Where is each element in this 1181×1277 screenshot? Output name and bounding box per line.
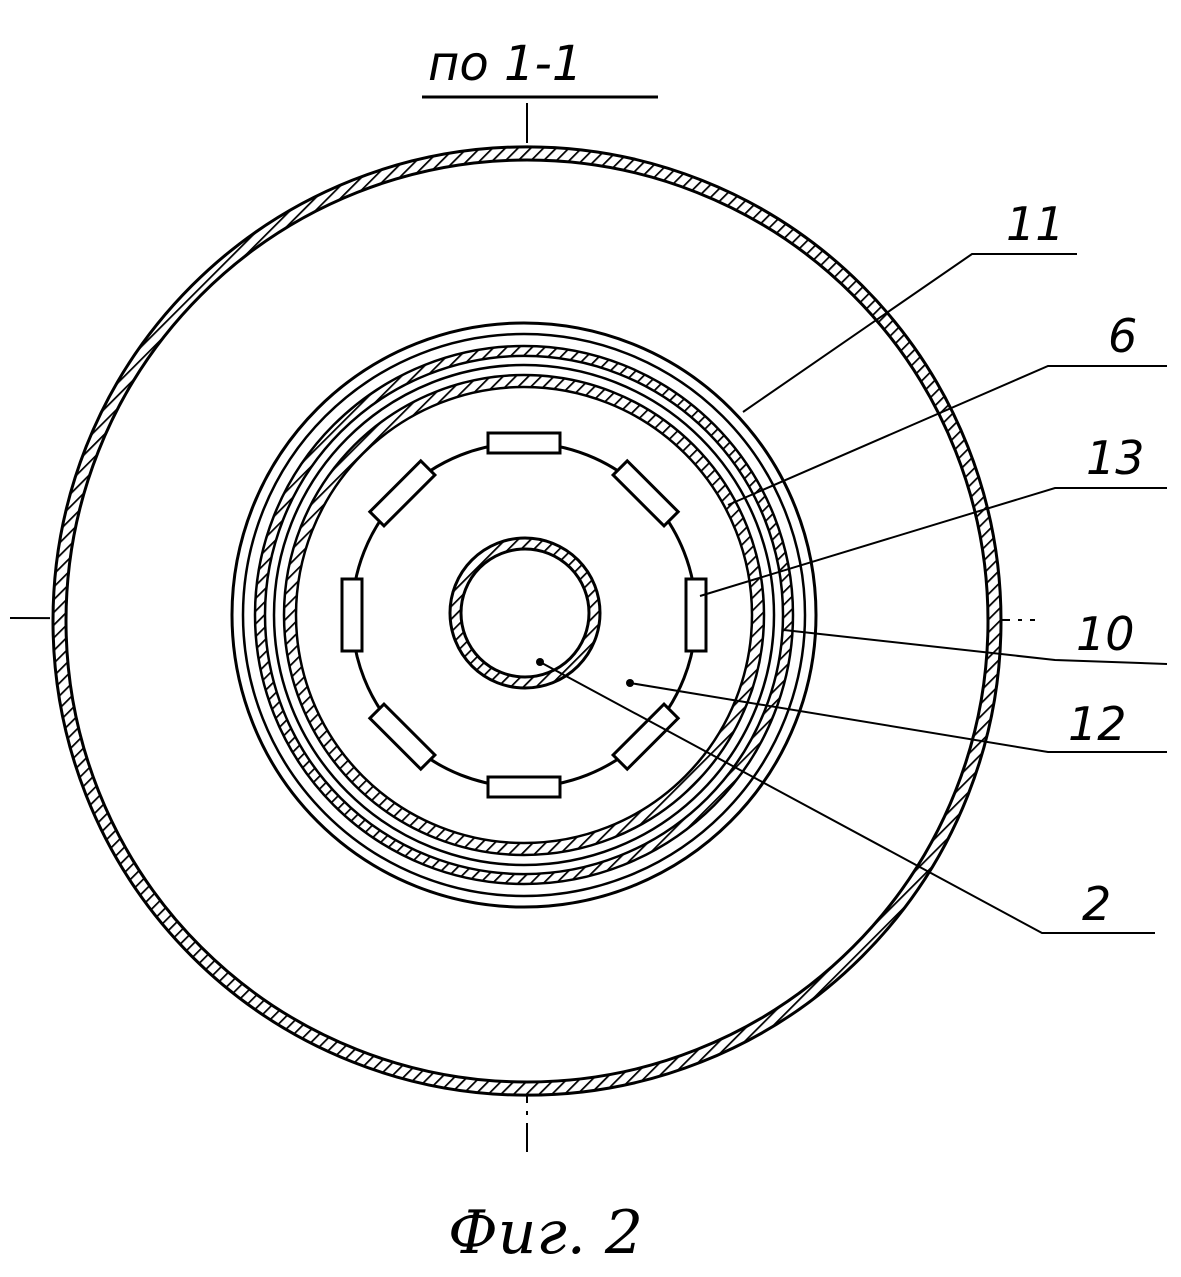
callout-13: 13 [1086, 431, 1145, 485]
callout-2: 2 [1082, 877, 1111, 931]
leader-2 [539, 661, 1155, 934]
casing-11-inner [241, 332, 807, 898]
casing-11-outer [230, 321, 818, 909]
callout-11: 11 [1006, 197, 1065, 251]
leader-12 [629, 682, 1167, 753]
callout-10: 10 [1076, 607, 1135, 661]
outer-shell-inner-edge [64, 158, 990, 1084]
callout-6: 6 [1108, 309, 1137, 363]
ring-6 [253, 344, 795, 886]
inner-hatched-ring [282, 373, 766, 857]
leader-dots [536, 658, 634, 687]
leader-13 [699, 487, 1167, 597]
leader-6 [727, 365, 1167, 506]
central-tube-2 [448, 536, 602, 690]
leader-10 [783, 629, 1168, 665]
leader-11 [742, 253, 1077, 413]
leader-lines [539, 253, 1168, 934]
drum-slots [340, 431, 708, 799]
section-title: по 1-1 [428, 36, 582, 92]
figure-caption: Фиг. 2 [448, 1198, 643, 1268]
ring-10 [272, 363, 776, 867]
callout-12: 12 [1068, 697, 1127, 751]
